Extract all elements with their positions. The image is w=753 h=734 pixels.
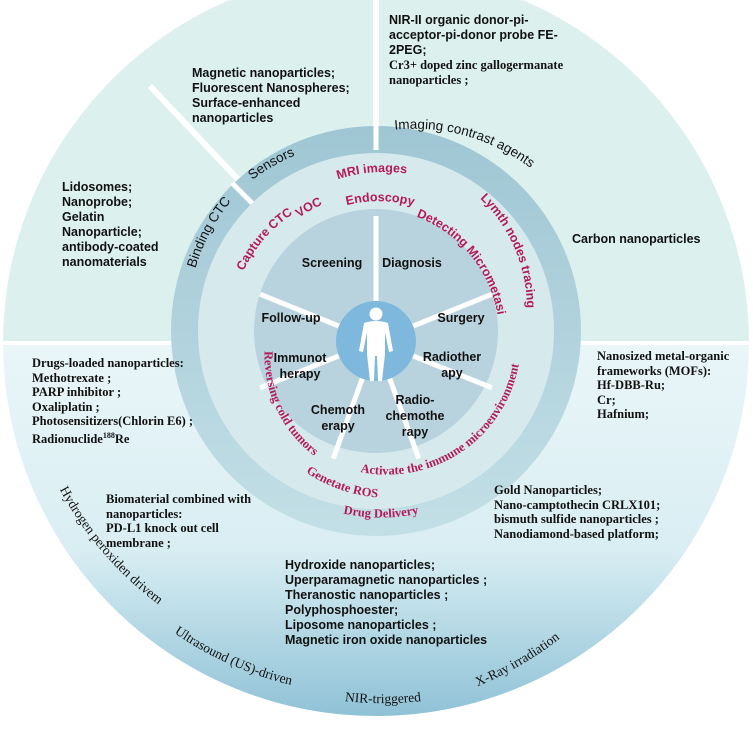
hydroxide-materials: Hydroxide nanoparticles; Uperparamagneti… bbox=[285, 558, 488, 647]
human-body-icon bbox=[359, 307, 393, 381]
carbon-materials: Carbon nanoparticles bbox=[572, 232, 701, 246]
radionuclide-label: Radionuclide bbox=[32, 431, 103, 446]
sector-surgery: Surgery bbox=[437, 311, 484, 325]
drug-delivery-materials: Drugs-loaded nanoparticles: Methotrexate… bbox=[32, 356, 194, 446]
sector-screening: Screening bbox=[302, 256, 362, 270]
label-drug-delivery: Drug Delivery bbox=[343, 503, 421, 521]
sector-followup: Follow-up bbox=[261, 311, 320, 325]
mof-materials: Nanosized metal-organic frameworks (MOFs… bbox=[597, 349, 730, 421]
binding-ctc-materials: Lidosomes; Nanoprobe; Gelatin Nanopartic… bbox=[62, 180, 159, 269]
sector-divider bbox=[330, 377, 365, 460]
ring-divider-2 bbox=[147, 83, 251, 193]
sector-divider bbox=[412, 291, 493, 329]
band-divider-2 bbox=[230, 181, 256, 207]
imaging-materials: NIR-II organic donor-pi- acceptor-pi-don… bbox=[389, 13, 564, 87]
label-endoscopy: Endoscopy bbox=[344, 190, 416, 209]
ring-label-nir: NIR-triggered bbox=[344, 689, 421, 706]
sector-divider bbox=[259, 291, 340, 329]
gold-materials: Gold Nanoparticles; Nano-camptothecin CR… bbox=[494, 483, 661, 541]
sector-diagnosis: Diagnosis bbox=[382, 256, 442, 270]
radionuclide-superscript: 188 bbox=[102, 430, 115, 440]
sector-divider bbox=[259, 353, 340, 391]
radionuclide-tail: Re bbox=[114, 431, 130, 446]
biomaterial-materials: Biomaterial combined with nanoparticles:… bbox=[106, 492, 252, 550]
sensor-materials: Magnetic nanoparticles; Fluorescent Nano… bbox=[192, 66, 350, 125]
sector-divider bbox=[412, 353, 493, 391]
sector-dividers bbox=[259, 216, 493, 460]
sector-divider bbox=[387, 377, 422, 460]
